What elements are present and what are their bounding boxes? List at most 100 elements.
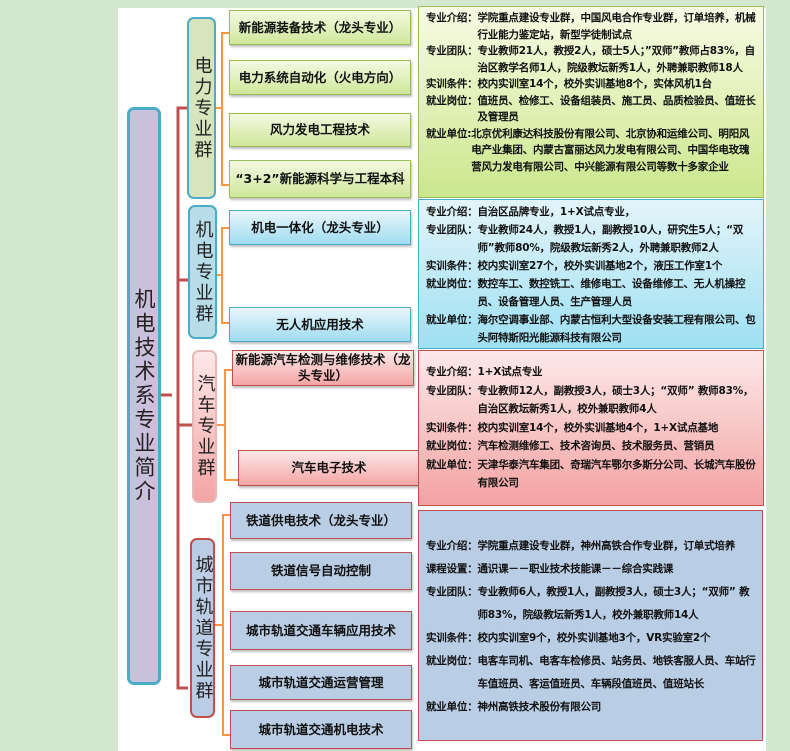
info-value: 专业教师12人，副教授3人，硕士3人；“双师” 教师83%，自治区教坛新秀1人，…	[477, 384, 754, 416]
info-row: 就业岗位：电客车司机、电客车检修员、站务员、地铁客服人员、车站行车值班员、客运值…	[426, 650, 757, 696]
info-label: 就业岗位：	[426, 440, 478, 452]
info-label: 实训条件：	[426, 632, 478, 644]
info-label: 课程设置：	[426, 563, 478, 575]
info-value: 专业教师24人，教授1人，副教授10人，研究生5人；“双师”教师80%，院级教坛…	[477, 224, 744, 254]
info-value: 校内实训室14个，校外实训基地4个，1+X试点基地	[477, 421, 719, 434]
info-value: 校内实训室27个，校外实训基地2个，液压工作室1个	[477, 260, 723, 272]
course-box[interactable]: 新能源装备技术（龙头专业）	[229, 10, 411, 45]
course-label: 铁道供电技术（龙头专业）	[245, 512, 396, 528]
info-value: 北京优利康达科技股份有限公司、北京协和运维公司、明阳风电产业集团、内蒙古富丽达风…	[471, 127, 750, 173]
info-label: 专业团队：	[426, 586, 478, 598]
info-row: 就业单位：神州高铁技术股份有限公司	[426, 696, 757, 719]
course-box[interactable]: 电力系统自动化（火电方向）	[229, 60, 411, 95]
info-row: 实训条件：校内实训室9个，校外实训基地3个，VR实验室2个	[426, 627, 757, 650]
info-row: 专业介绍：学院重点建设专业群，中国风电合作专业群，订单培养，机械行业能力鉴定站，…	[426, 10, 758, 43]
info-label: 实训条件：	[426, 260, 478, 272]
info-value: 自治区品牌专业，1+X试点专业，	[477, 206, 636, 218]
course-label: 汽车电子技术	[291, 460, 367, 475]
info-value: 电客车司机、电客车检修员、站务员、地铁客服人员、车站行车值班员、客运值班员、车辆…	[477, 655, 756, 690]
info-row: 实训条件：校内实训室14个，校外实训基地4个，1+X试点基地	[426, 419, 758, 438]
group-info-panel: 专业介绍：学院重点建设专业群，神州高铁合作专业群，订单式培养课程设置：通识课－－…	[418, 510, 763, 741]
info-label: 就业岗位：	[426, 278, 478, 290]
group-box: 城市轨道专业群	[190, 538, 215, 718]
info-label: 实训条件：	[426, 78, 478, 90]
info-row: 专业团队：专业教师24人，教授1人，副教授10人，研究生5人；“双师”教师80%…	[426, 221, 758, 257]
course-label: 电力系统自动化（火电方向）	[238, 69, 402, 85]
info-row: 课程设置：通识课－－职业技术技能课－－综合实践课	[426, 558, 757, 581]
info-row: 就业岗位：数控车工、数控铣工、维修电工、设备维修工、无人机操控员、设备管理人员、…	[426, 275, 758, 311]
course-label: 城市轨道交通机电技术	[258, 721, 384, 737]
group-title: 机电专业群	[192, 219, 214, 325]
info-row: 就业单位:北京优利康达科技股份有限公司、北京协和运维公司、明阳风电产业集团、内蒙…	[426, 126, 758, 176]
course-box[interactable]: 新能源汽车检测与维修技术（龙头专业）	[232, 350, 414, 386]
info-row: 专业团队：专业教师21人，教授2人，硕士5人；”双师”教师占83%，自治区教学名…	[426, 43, 758, 76]
group-title: 汽车专业群	[194, 374, 216, 479]
course-box[interactable]: “3+2”新能源科学与工程本科	[229, 160, 411, 198]
info-value: 汽车检测维修工、技术咨询员、技术服务员、营销员	[477, 440, 715, 452]
info-label: 就业岗位：	[426, 94, 478, 107]
group-box: 电力专业群	[187, 17, 216, 199]
info-label: 专业介绍：	[426, 206, 478, 218]
info-row: 专业介绍：自治区品牌专业，1+X试点专业，	[426, 203, 758, 221]
group-brackets	[214, 32, 238, 736]
info-value: 1+X试点专业	[477, 366, 543, 378]
info-value: 学院重点建设专业群，中国风电合作专业群，订单培养，机械行业能力鉴定站，新型学徒制…	[477, 12, 756, 41]
group-info-panel: 专业介绍：1+X试点专业专业团队：专业教师12人，副教授3人，硕士3人；“双师”…	[418, 350, 764, 506]
course-box[interactable]: 城市轨道交通运营管理	[230, 665, 412, 700]
course-label: 无人机应用技术	[276, 316, 364, 332]
group-title: 电力专业群	[191, 55, 213, 161]
info-label: 专业团队：	[426, 224, 478, 236]
root-bracket	[161, 106, 192, 690]
course-box[interactable]: 铁道供电技术（龙头专业）	[230, 502, 412, 539]
group-title: 城市轨道专业群	[192, 554, 214, 702]
info-row: 专业介绍：1+X试点专业	[426, 363, 758, 382]
course-box[interactable]: 机电一体化（龙头专业）	[229, 210, 411, 245]
course-label: 新能源汽车检测与维修技术（龙头专业）	[235, 352, 411, 383]
course-box[interactable]: 城市轨道交通车辆应用技术	[230, 611, 412, 650]
group-box: 机电专业群	[188, 205, 217, 339]
course-box[interactable]: 城市轨道交通机电技术	[230, 710, 412, 749]
info-row: 专业介绍：学院重点建设专业群，神州高铁合作专业群，订单式培养	[426, 535, 757, 558]
root-title-box: 机电技术系专业简介	[127, 107, 161, 685]
group-box: 汽车专业群	[192, 350, 217, 503]
info-row: 就业岗位：汽车检测维修工、技术咨询员、技术服务员、营销员	[426, 437, 758, 456]
info-value: 神州高铁技术股份有限公司	[477, 701, 602, 713]
group-info-panel: 专业介绍：自治区品牌专业，1+X试点专业，专业团队：专业教师24人，教授1人，副…	[418, 199, 764, 349]
info-label: 就业单位:	[426, 127, 472, 140]
info-label: 实训条件：	[426, 421, 478, 434]
info-label: 专业介绍：	[426, 366, 478, 378]
course-box[interactable]: 风力发电工程技术	[229, 113, 411, 147]
info-value: 专业教师21人，教授2人，硕士5人；”双师”教师占83%，自治区教学名师1人，院…	[477, 45, 756, 74]
info-label: 专业团队：	[426, 384, 478, 397]
course-box[interactable]: 铁道信号自动控制	[230, 552, 412, 590]
course-label: 风力发电工程技术	[269, 122, 370, 137]
info-value: 天津华泰汽车集团、奇瑞汽车鄂尔多斯分公司、长城汽车股份有限公司	[477, 458, 756, 490]
course-label: 机电一体化（龙头专业）	[251, 219, 389, 235]
info-label: 就业岗位：	[426, 655, 478, 667]
info-value: 专业教师6人，教授1人，副教授3人，硕士3人；“双师” 教师83%，院级教坛新秀…	[477, 586, 750, 621]
info-value: 学院重点建设专业群，神州高铁合作专业群，订单式培养	[477, 540, 736, 552]
course-box[interactable]: 无人机应用技术	[229, 307, 411, 342]
info-label: 专业团队：	[426, 45, 478, 57]
info-value: 数控车工、数控铣工、维修电工、设备维修工、无人机操控员、设备管理人员、生产管理人…	[477, 278, 746, 308]
info-row: 实训条件：校内实训室27个，校外实训基地2个，液压工作室1个	[426, 257, 758, 275]
info-row: 专业团队：专业教师6人，教授1人，副教授3人，硕士3人；“双师” 教师83%，院…	[426, 581, 757, 627]
info-label: 就业单位：	[426, 458, 478, 471]
course-label: “3+2”新能源科学与工程本科	[235, 171, 405, 186]
info-value: 通识课－－职业技术技能课－－综合实践课	[477, 563, 674, 575]
info-row: 实训条件：校内实训室14个，校外实训基地8个，实体风机1台	[426, 76, 758, 93]
course-label: 铁道信号自动控制	[270, 563, 371, 578]
course-box[interactable]: 汽车电子技术	[238, 450, 420, 486]
info-label: 就业单位：	[426, 314, 478, 326]
info-value: 校内实训室9个，校外实训基地3个，VR实验室2个	[477, 632, 711, 644]
group-info-panel: 专业介绍：学院重点建设专业群，中国风电合作专业群，订单培养，机械行业能力鉴定站，…	[418, 6, 764, 198]
info-row: 就业单位：天津华泰汽车集团、奇瑞汽车鄂尔多斯分公司、长城汽车股份有限公司	[426, 456, 758, 493]
info-row: 专业团队：专业教师12人，副教授3人，硕士3人；“双师” 教师83%，自治区教坛…	[426, 382, 758, 419]
course-label: 城市轨道交通车辆应用技术	[245, 622, 396, 638]
course-label: 城市轨道交通运营管理	[258, 674, 384, 690]
info-label: 就业单位：	[426, 701, 478, 713]
root-title: 机电技术系专业简介	[132, 288, 156, 504]
info-row: 就业岗位：值班员、检修工、设备组装员、施工员、品质检验员、值班长及管理员	[426, 93, 758, 126]
info-value: 值班员、检修工、设备组装员、施工员、品质检验员、值班长及管理员	[477, 94, 756, 124]
